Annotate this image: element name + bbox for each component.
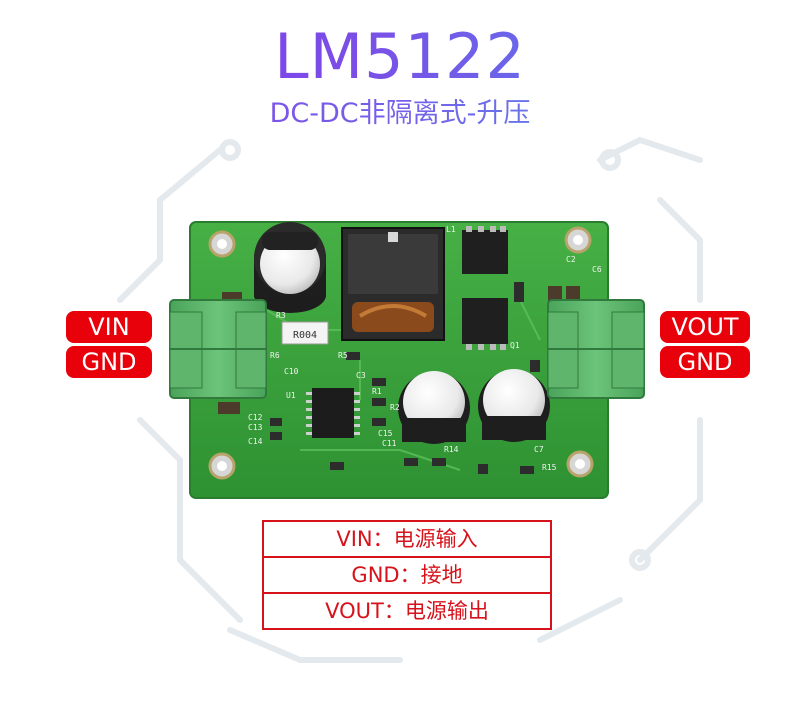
silk-r2: R2	[390, 403, 400, 412]
silk-r5: R5	[338, 351, 348, 360]
silk-r1: R1	[372, 387, 382, 396]
legend-row-vout: VOUT：电源输出	[264, 592, 550, 628]
silk-r15: R15	[542, 463, 557, 472]
gnd-right-tag: GND	[660, 346, 750, 378]
mounting-holes	[208, 226, 594, 480]
silk-c12: C12	[248, 413, 263, 422]
silk-c7: C7	[534, 445, 544, 454]
mosfets	[462, 226, 508, 350]
silk-c13: C13	[248, 423, 263, 432]
silk-c15: C15	[378, 429, 393, 438]
silk-c6: C6	[592, 265, 602, 274]
silk-u1: U1	[286, 391, 296, 400]
silk-r6: R6	[270, 351, 280, 360]
silk-q1: Q1	[510, 341, 520, 350]
gnd-left-tag: GND	[66, 346, 152, 378]
silk-r14: R14	[444, 445, 459, 454]
product-title: LM5122	[0, 22, 800, 92]
controller-ic	[306, 388, 360, 438]
silk-c10: C10	[284, 367, 299, 376]
silk-c3: C3	[356, 371, 366, 380]
vin-tag: VIN	[66, 311, 152, 343]
silk-l1: L1	[446, 225, 456, 234]
silk-c11: C11	[382, 439, 397, 448]
sense-resistor	[281, 321, 329, 345]
legend-row-vin: VIN：电源输入	[336, 527, 478, 551]
silk-c14: C14	[248, 437, 263, 446]
input-terminal-block	[169, 299, 267, 399]
background-traces	[117, 136, 703, 663]
pin-legend: VIN：电源输入 GND：接地 VOUT：电源输出	[262, 520, 552, 630]
legend-row-gnd: GND：接地	[264, 556, 550, 592]
output-capacitors	[398, 369, 550, 444]
silk-r3: R3	[276, 311, 286, 320]
inductor-l1	[341, 227, 445, 341]
output-terminal-block	[547, 299, 645, 399]
product-subtitle: DC-DC非隔离式-升压	[0, 96, 800, 132]
silk-c2: C2	[566, 255, 576, 264]
silk-r004: R004	[293, 330, 317, 341]
input-capacitor	[254, 222, 326, 313]
vout-tag: VOUT	[660, 311, 750, 343]
